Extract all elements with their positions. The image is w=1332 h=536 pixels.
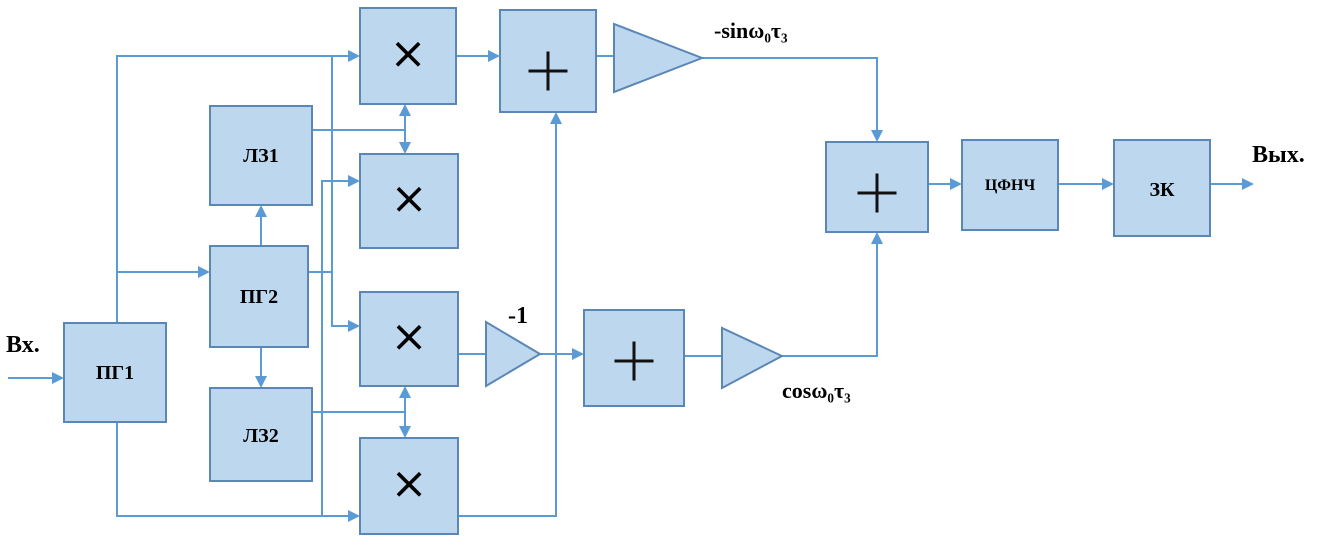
pg2-block: ПГ2 (209, 245, 309, 348)
pg1-block: ПГ1 (63, 322, 167, 423)
multiplier-symbol: × (391, 311, 428, 362)
lpf-label: ЦФНЧ (985, 177, 1036, 194)
arrowheads (52, 50, 1254, 522)
lpf-block: ЦФНЧ (961, 139, 1059, 231)
gain-cos-amplifier (721, 326, 785, 390)
zk-block: ЗК (1113, 139, 1211, 237)
adder-2 (583, 309, 685, 407)
multiplier-3: × (359, 291, 459, 387)
lz2-block: ЛЗ2 (209, 387, 313, 482)
lz1-label: ЛЗ1 (243, 145, 278, 167)
multiplier-1: × (359, 7, 457, 105)
multiplier-symbol: × (391, 173, 428, 224)
gain-sin-amplifier (613, 22, 705, 94)
adder-3 (825, 141, 929, 233)
multiplier-symbol: × (391, 458, 428, 509)
connection-wires (8, 55, 1246, 517)
multiplier-2: × (359, 153, 459, 249)
lz2-label: ЛЗ2 (243, 425, 278, 447)
sin-gain-label: -sinω₀τ₃ (714, 18, 788, 43)
lz1-block: ЛЗ1 (209, 105, 313, 206)
gain-minus-one-label: -1 (508, 303, 528, 329)
gain-minus-one-amplifier (485, 320, 542, 388)
output-label: Вых. (1252, 142, 1305, 168)
zk-label: ЗК (1149, 179, 1175, 201)
multiplier-4: × (359, 437, 459, 535)
adder-1 (499, 9, 597, 113)
pg2-label: ПГ2 (240, 286, 278, 308)
input-label: Вх. (6, 332, 40, 358)
multiplier-symbol: × (390, 28, 427, 79)
cos-gain-label: cosω₀τ₃ (782, 378, 851, 403)
pg1-label: ПГ1 (96, 362, 134, 384)
